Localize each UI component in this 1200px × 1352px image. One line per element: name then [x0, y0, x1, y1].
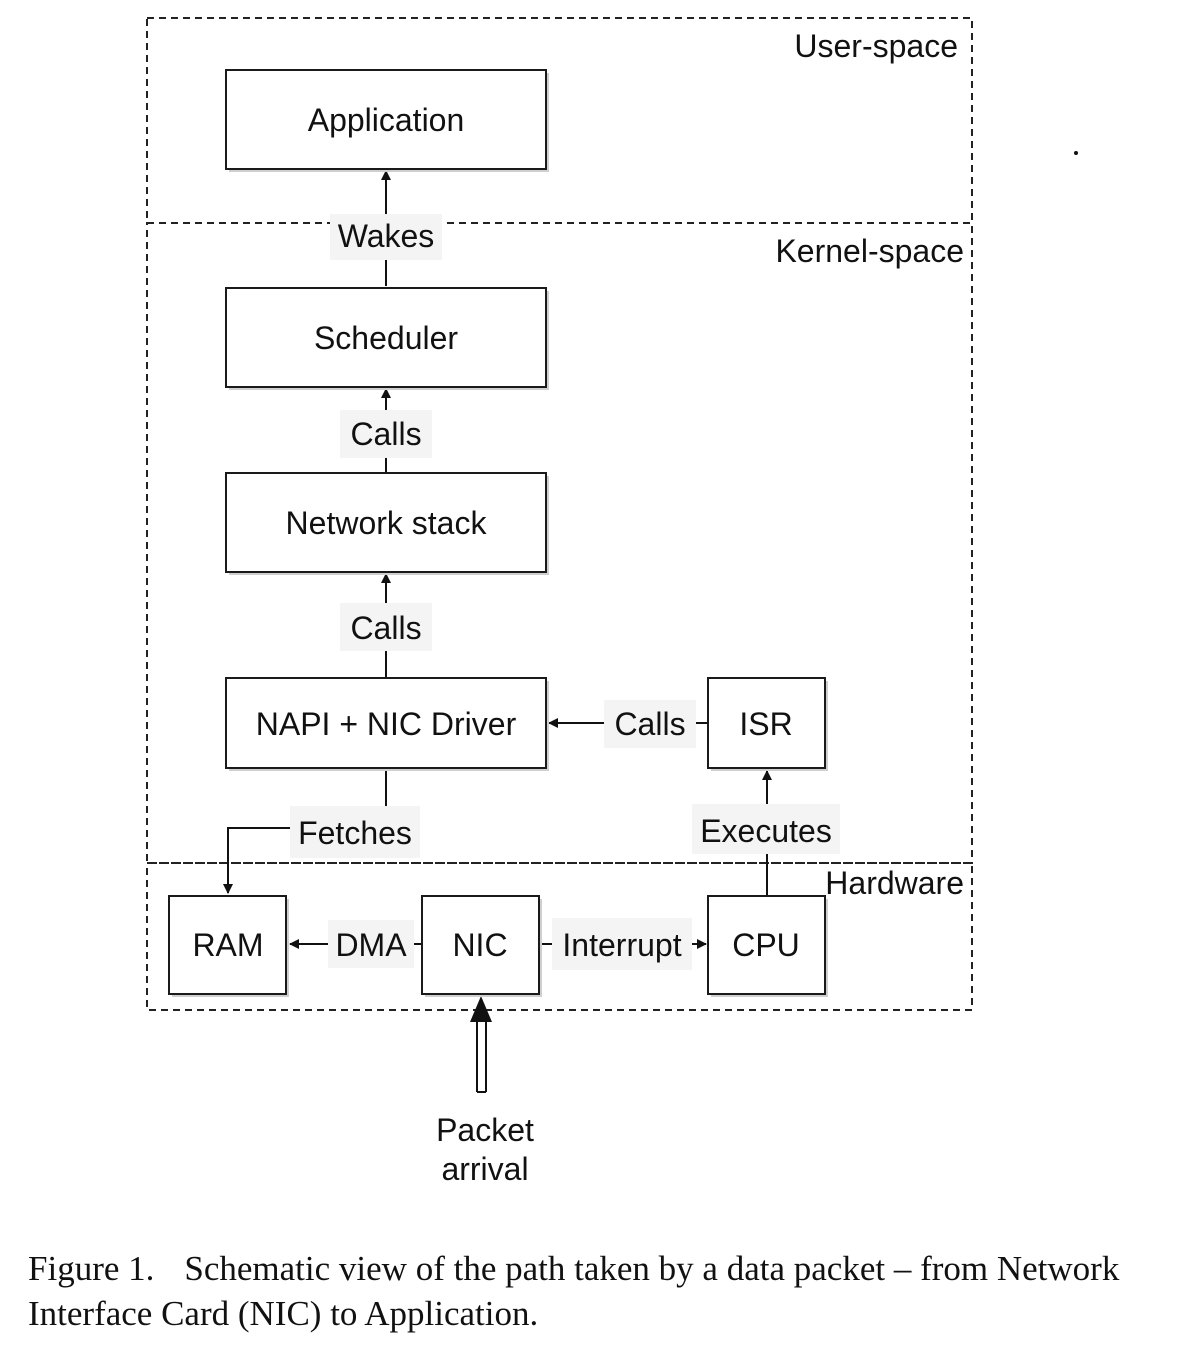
dma-label: DMA: [335, 927, 407, 963]
figure-caption: Figure 1.Schematic view of the path take…: [28, 1246, 1198, 1336]
user-space-label: User-space: [794, 28, 958, 64]
packet-arrival-line1: Packet: [436, 1112, 534, 1148]
executes-label: Executes: [700, 813, 832, 849]
application-label: Application: [308, 102, 465, 138]
figure-caption-text: Schematic view of the path taken by a da…: [28, 1249, 1120, 1333]
hardware-region: [146, 862, 973, 1011]
application-node: Application: [225, 69, 549, 172]
figure-number: Figure 1.: [28, 1249, 155, 1288]
network-stack-label: Network stack: [286, 505, 488, 541]
scheduler-node: Scheduler: [225, 287, 549, 390]
network-stack-node: Network stack: [225, 472, 549, 575]
packet-arrival-line2: arrival: [441, 1151, 528, 1187]
ram-node: RAM: [168, 895, 289, 997]
wakes-label: Wakes: [338, 218, 435, 254]
calls-isr-label: Calls: [614, 706, 685, 742]
calls-scheduler-label: Calls: [350, 416, 421, 452]
kernel-space-label: Kernel-space: [775, 233, 964, 269]
hardware-label: Hardware: [825, 865, 964, 901]
stray-dot: [1074, 151, 1078, 155]
isr-node: ISR: [707, 677, 828, 771]
fetches-label: Fetches: [298, 815, 412, 851]
calls-stack-label: Calls: [350, 610, 421, 646]
isr-label: ISR: [739, 706, 792, 742]
nic-node: NIC: [421, 895, 542, 997]
scheduler-label: Scheduler: [314, 320, 458, 356]
packet-arrival-arrow: [470, 996, 492, 1093]
cpu-label: CPU: [732, 927, 800, 963]
ram-label: RAM: [192, 927, 263, 963]
cpu-node: CPU: [707, 895, 828, 997]
napi-driver-label: NAPI + NIC Driver: [256, 706, 517, 742]
nic-label: NIC: [452, 927, 507, 963]
interrupt-label: Interrupt: [562, 927, 681, 963]
napi-driver-node: NAPI + NIC Driver: [225, 677, 549, 771]
